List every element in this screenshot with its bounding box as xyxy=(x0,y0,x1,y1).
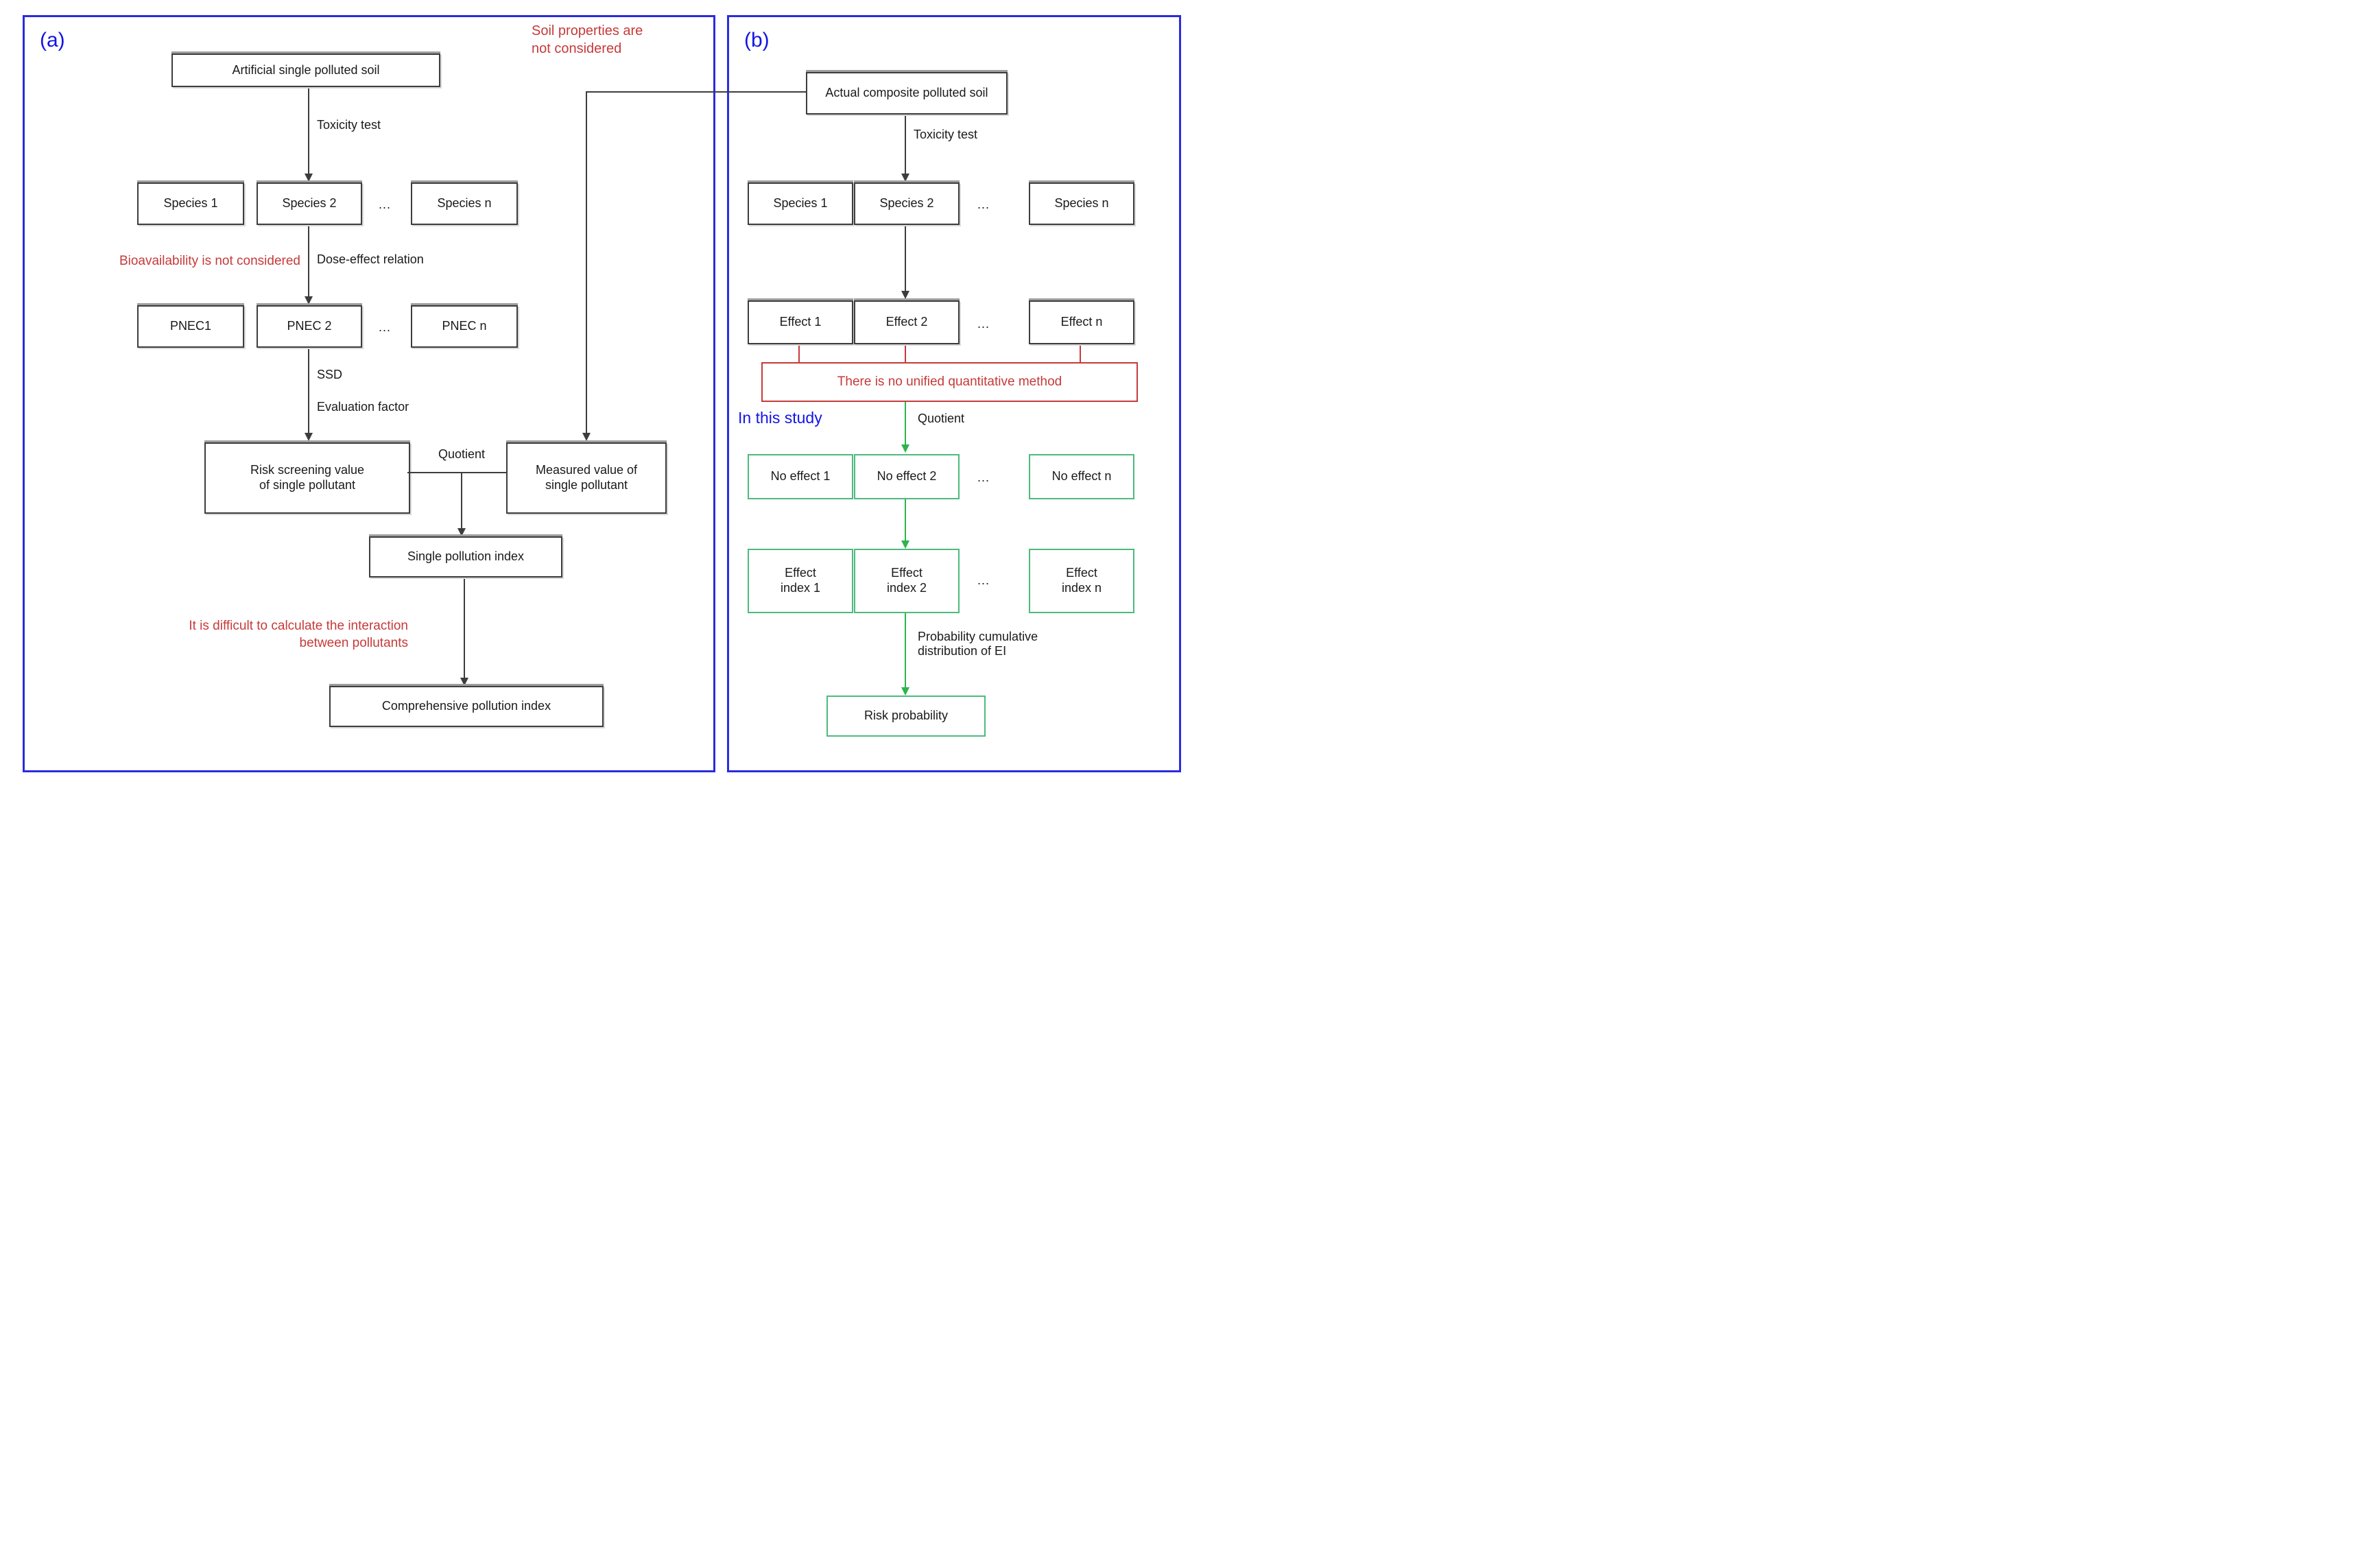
edge-b-toxicity-arrowhead xyxy=(901,174,909,182)
panel-a-frame xyxy=(23,15,715,772)
node-effect-2: Effect 2 xyxy=(854,300,960,344)
edge-b-index-arrowhead xyxy=(901,540,909,549)
node-pnec-2: PNEC 2 xyxy=(257,305,362,348)
edge-b-quotient-arrowhead xyxy=(901,444,909,453)
edge-b-effect-arrowhead xyxy=(901,291,909,299)
edge-quotient-arrowhead xyxy=(457,528,466,536)
b-species-ellipsis: ... xyxy=(977,198,990,211)
node-risk-screening: Risk screening value of single pollutant xyxy=(204,442,410,514)
panel-b-frame xyxy=(727,15,1181,772)
note-bioavailability: Bioavailability is not considered xyxy=(119,254,300,268)
edge-a-toxicity-arrowhead xyxy=(305,174,313,182)
edge-quotient-hline xyxy=(407,472,506,473)
edge-quotient-vline xyxy=(461,472,462,530)
panel-b-label: (b) xyxy=(744,29,770,51)
no-effect-ellipsis: ... xyxy=(977,471,990,484)
edge-red-line-2 xyxy=(905,343,906,362)
node-single-index: Single pollution index xyxy=(369,536,562,578)
node-b-species-1: Species 1 xyxy=(748,182,853,225)
edge-a-interaction-arrowhead xyxy=(460,678,468,686)
node-effect-n: Effect n xyxy=(1029,300,1134,344)
node-comprehensive-index: Comprehensive pollution index xyxy=(329,686,604,727)
edge-a-interaction-line xyxy=(464,575,465,679)
edge-b-quotient-label: Quotient xyxy=(918,412,965,425)
edge-a-dose-line xyxy=(308,224,309,298)
edge-cross-arrowhead xyxy=(582,433,591,441)
edge-cross-hline xyxy=(586,91,806,93)
edge-b-toxicity-label: Toxicity test xyxy=(914,128,978,141)
edge-a-ssd-arrowhead xyxy=(305,433,313,441)
edge-b-probability-label: Probability cumulative distribution of E… xyxy=(918,630,1038,658)
panel-a-label: (a) xyxy=(40,29,65,51)
node-a-species-n: Species n xyxy=(411,182,518,225)
note-in-this-study: In this study xyxy=(738,409,822,427)
edge-b-probability-line xyxy=(905,610,906,689)
edge-b-index-line xyxy=(905,497,906,542)
node-a-species-2: Species 2 xyxy=(257,182,362,225)
edge-b-quotient-line xyxy=(905,401,906,446)
figure-canvas: (a) (b) Artificial single polluted soil … xyxy=(0,0,1190,778)
edge-red-line-n xyxy=(1080,343,1081,362)
node-effect-1: Effect 1 xyxy=(748,300,853,344)
edge-a-quotient-label: Quotient xyxy=(438,447,486,461)
effect-ellipsis: ... xyxy=(977,317,990,331)
node-pnec-n: PNEC n xyxy=(411,305,518,348)
note-soil-properties: Soil properties are not considered xyxy=(532,23,643,57)
node-no-effect-2: No effect 2 xyxy=(854,454,960,499)
edge-a-ssd-label: SSD xyxy=(317,368,343,381)
node-pnec-1: PNEC1 xyxy=(137,305,244,348)
edge-a-evaluation-label: Evaluation factor xyxy=(317,400,409,414)
edge-b-probability-arrowhead xyxy=(901,687,909,696)
edge-cross-vline xyxy=(586,91,587,433)
node-b-species-n: Species n xyxy=(1029,182,1134,225)
edge-a-toxicity-label: Toxicity test xyxy=(317,118,381,132)
node-no-unified-method: There is no unified quantitative method xyxy=(761,362,1138,402)
edge-a-ssd-line xyxy=(308,346,309,434)
node-actual-soil: Actual composite polluted soil xyxy=(806,72,1008,115)
node-no-effect-n: No effect n xyxy=(1029,454,1134,499)
pnec-ellipsis: ... xyxy=(379,320,392,334)
edge-b-effect-line xyxy=(905,224,906,292)
edge-a-toxicity-line xyxy=(308,86,309,175)
node-no-effect-1: No effect 1 xyxy=(748,454,853,499)
node-b-species-2: Species 2 xyxy=(854,182,960,225)
node-a-species-1: Species 1 xyxy=(137,182,244,225)
node-measured-value: Measured value of single pollutant xyxy=(506,442,667,514)
node-effect-index-1: Effect index 1 xyxy=(748,549,853,613)
edge-b-toxicity-line xyxy=(905,112,906,175)
node-risk-probability: Risk probability xyxy=(826,696,986,737)
node-effect-index-n: Effect index n xyxy=(1029,549,1134,613)
note-interaction: It is difficult to calculate the interac… xyxy=(189,619,408,651)
edge-a-dose-label: Dose-effect relation xyxy=(317,252,424,266)
node-artificial-soil: Artificial single polluted soil xyxy=(171,54,440,87)
edge-a-dose-arrowhead xyxy=(305,296,313,305)
edge-red-line-1 xyxy=(798,343,800,362)
effect-index-ellipsis: ... xyxy=(977,573,990,587)
a-species-ellipsis: ... xyxy=(379,198,392,211)
node-effect-index-2: Effect index 2 xyxy=(854,549,960,613)
